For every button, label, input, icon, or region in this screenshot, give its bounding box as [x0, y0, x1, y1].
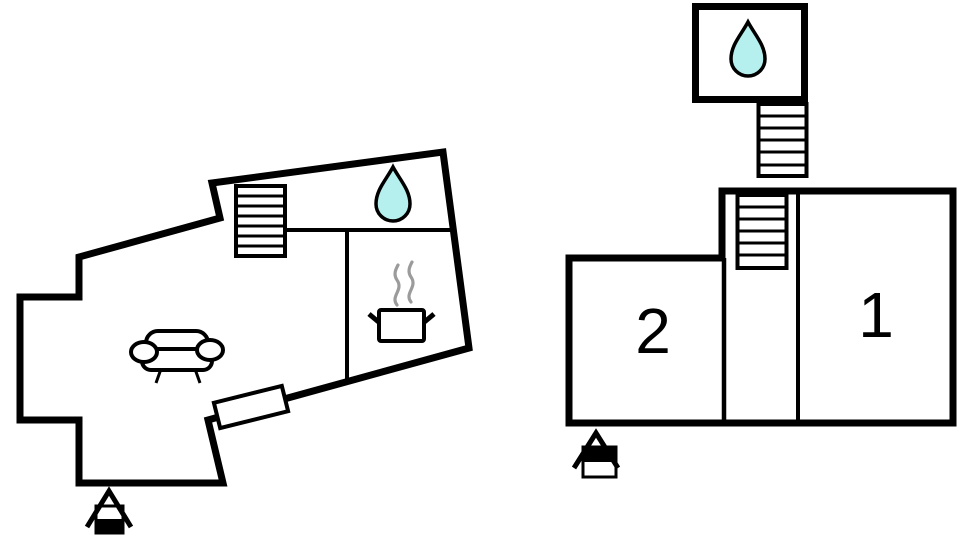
pot-body	[377, 308, 426, 343]
water-drop-icon	[729, 18, 767, 78]
house-entrance-icon	[84, 486, 134, 535]
cooking-pot-icon	[367, 260, 436, 343]
staircase-icon	[756, 102, 809, 178]
ground-floor-outline-wall	[16, 148, 473, 487]
room-label-2: 2	[635, 295, 671, 367]
door-leaf	[211, 383, 291, 431]
upper-floor-plan: 1 2	[565, 3, 957, 479]
steam-icon	[393, 263, 401, 307]
house-entrance-icon	[571, 428, 621, 479]
door-icon	[211, 383, 291, 431]
staircase-icon	[234, 184, 287, 258]
house-roof	[84, 486, 134, 529]
staircase-icon	[735, 193, 789, 270]
room-label-1: 1	[858, 279, 894, 351]
sofa-armrest	[129, 340, 159, 364]
sofa-armrest	[195, 338, 225, 362]
water-drop-icon	[374, 163, 412, 223]
sofa-icon	[129, 329, 225, 384]
staircase-outline	[234, 184, 287, 258]
house-body-band	[95, 519, 124, 533]
house-roof	[571, 428, 621, 470]
steam-icon	[407, 260, 415, 304]
ground-floor-plan	[16, 148, 473, 535]
